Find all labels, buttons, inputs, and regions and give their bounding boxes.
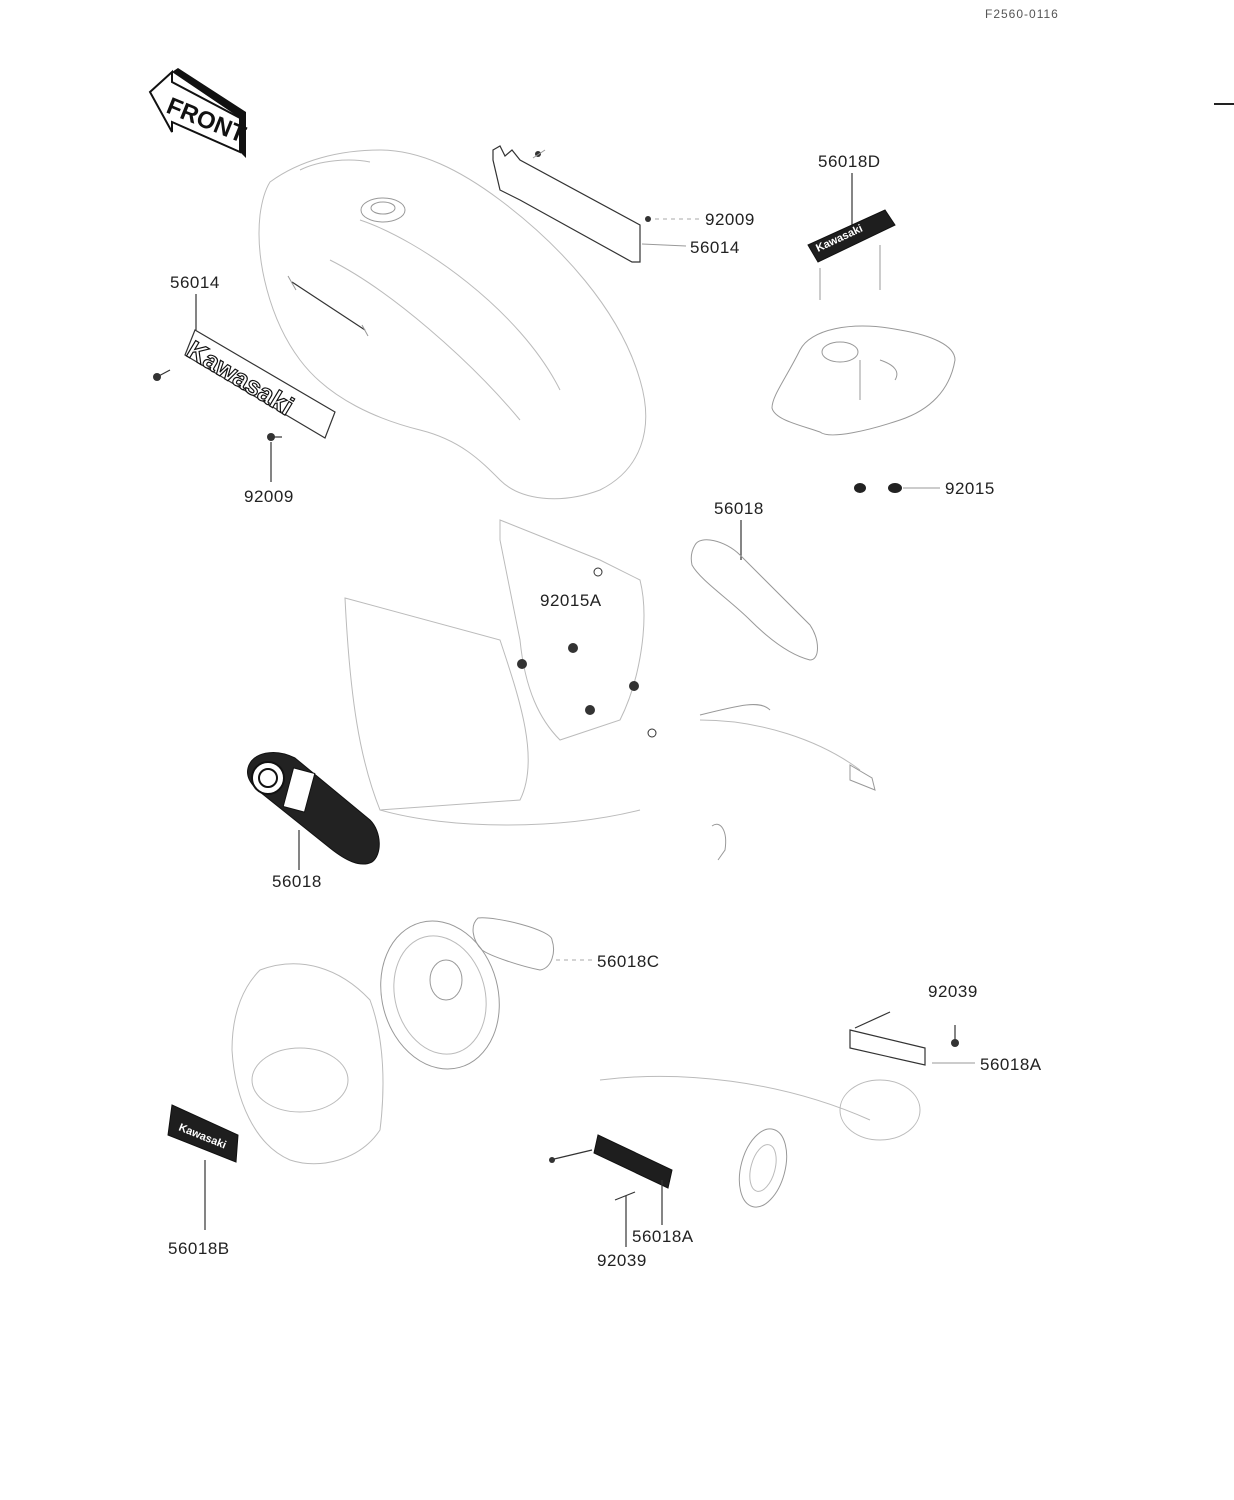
reference-number: F2560-0116: [985, 7, 1059, 21]
callout-56018A-bottom: 56018A: [632, 1227, 694, 1246]
emblem-56018B: Kawasaki: [167, 1104, 239, 1163]
callout-56018-left: 56018: [272, 872, 322, 891]
callout-56018D: 56018D: [818, 152, 881, 171]
front-arrow-icon: FRONT: [148, 68, 250, 158]
fuel-tank: [258, 149, 647, 500]
callout-92039-right: 92039: [928, 982, 978, 1001]
engine-cover: [231, 963, 384, 1165]
emblem-56018A-bottom: [549, 1134, 673, 1201]
callout-92039-bottom: 92039: [597, 1251, 647, 1270]
callout-56018-mid: 56018: [714, 499, 764, 518]
side-cover-panel: [344, 519, 876, 861]
headlight-assembly: [380, 917, 592, 1070]
callout-56018A-right: 56018A: [980, 1055, 1042, 1074]
callout-56018B: 56018B: [168, 1239, 230, 1258]
tank-emblem-56014: Kawasaki: [181, 329, 336, 439]
screw-icon: [153, 369, 171, 381]
callout-92009-top: 92009: [705, 210, 755, 229]
callout-92015: 92015: [945, 479, 995, 498]
screw-icon: [267, 433, 282, 441]
side-emblem-outline: [690, 539, 818, 661]
callout-56014-top: 56014: [690, 238, 740, 257]
callout-56018C: 56018C: [597, 952, 660, 971]
side-emblem-56018: [247, 752, 380, 865]
callout-56014-left: 56014: [170, 273, 220, 292]
rear-wheel-area: [599, 1011, 975, 1208]
svg-text:Kawasaki: Kawasaki: [182, 334, 299, 421]
callout-92009-left: 92009: [244, 487, 294, 506]
tank-trim-strip: [492, 145, 700, 263]
seat-cowl: [771, 325, 956, 493]
callout-92015A: 92015A: [540, 591, 602, 610]
